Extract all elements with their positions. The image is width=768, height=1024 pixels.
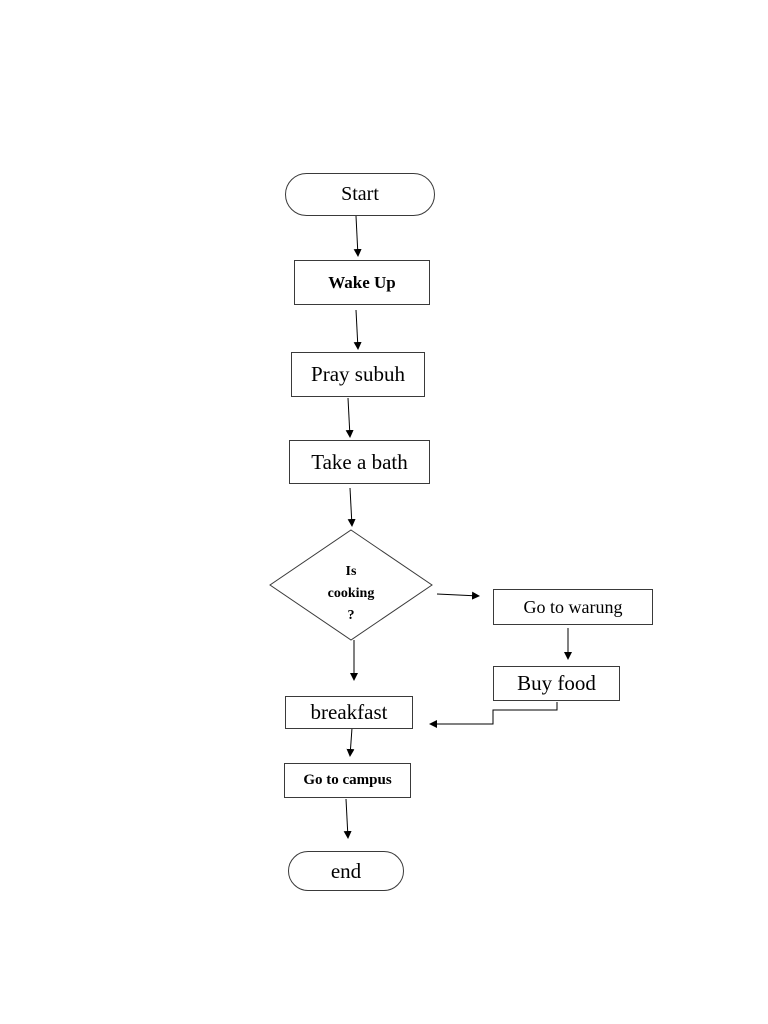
breakfast-box: breakfast: [285, 696, 413, 729]
arrow-breakfast-to-campus: [346, 727, 355, 757]
bath-label: Take a bath: [311, 449, 408, 474]
breakfast-label: breakfast: [310, 700, 388, 724]
pray-box: Pray subuh: [291, 352, 425, 397]
decision-line-2: cooking: [327, 586, 375, 601]
bath-box: Take a bath: [289, 440, 430, 484]
arrow-wakeup-to-pray: [353, 309, 362, 350]
arrow-campus-to-end: [343, 798, 352, 839]
decision-diamond: [269, 529, 433, 641]
end-terminal: end: [288, 851, 404, 891]
buy-food-label: Buy food: [517, 671, 596, 695]
buy-food-box: Buy food: [493, 666, 620, 701]
campus-box: Go to campus: [284, 763, 411, 798]
decision-line-3: ?: [347, 608, 355, 623]
warung-box: Go to warung: [493, 589, 653, 625]
decision-label: Is cooking ?: [311, 561, 391, 627]
campus-label: Go to campus: [303, 772, 392, 788]
start-label: Start: [341, 183, 379, 205]
arrow-buyfood-to-breakfast: [429, 702, 558, 728]
wake-up-box: Wake Up: [294, 260, 430, 305]
start-terminal: Start: [285, 173, 435, 216]
arrow-pray-to-bath: [345, 397, 354, 438]
arrow-bath-to-decision: [347, 487, 356, 527]
arrow-decision-to-warung: [436, 591, 480, 600]
end-label: end: [330, 858, 362, 883]
arrow-start-to-wakeup: [353, 215, 362, 257]
decision-line-1: Is: [345, 564, 357, 579]
pray-label: Pray subuh: [311, 362, 405, 386]
warung-label: Go to warung: [523, 596, 623, 617]
wake-up-label: Wake Up: [328, 272, 396, 292]
